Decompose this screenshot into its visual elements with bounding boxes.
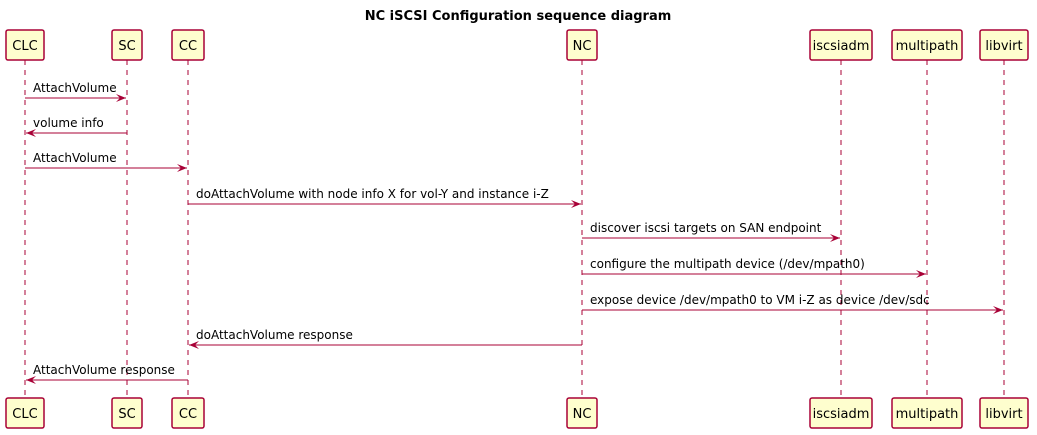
participant-label: libvirt: [985, 39, 1022, 54]
participant-nc-bottom: NC: [566, 397, 598, 429]
message-label: AttachVolume: [33, 151, 117, 165]
participant-cc-bottom: CC: [171, 397, 205, 429]
participant-iscsiadm-bottom: iscsiadm: [809, 397, 873, 429]
participant-box: [566, 397, 598, 429]
message-4: doAttachVolume with node info X for vol-…: [188, 187, 581, 208]
participant-nc-top: NC: [566, 29, 598, 61]
participant-label: CLC: [12, 39, 37, 54]
message-5: discover iscsi targets on SAN endpoint: [582, 221, 840, 242]
lifelines: [24, 60, 1005, 398]
message-label: AttachVolume: [33, 81, 117, 95]
arrowhead-icon: [116, 94, 126, 102]
participant-label: SC: [118, 407, 135, 422]
participant-sc-top: SC: [111, 29, 143, 61]
message-1: AttachVolume: [25, 81, 126, 102]
participant-label: libvirt: [985, 407, 1022, 422]
arrowhead-icon: [830, 234, 840, 242]
participant-box: [111, 29, 143, 61]
participant-label: SC: [118, 39, 135, 54]
arrowhead-icon: [993, 306, 1003, 314]
arrowhead-icon: [26, 376, 36, 384]
participants-bottom: CLC SC CC NC iscsiadm multipath libvirt: [5, 397, 1029, 429]
participant-clc-bottom: CLC: [5, 397, 45, 429]
participant-label: multipath: [896, 407, 959, 422]
participant-label: multipath: [896, 39, 959, 54]
message-label: AttachVolume response: [33, 363, 175, 377]
message-label: volume info: [33, 116, 104, 130]
message-2: volume info: [26, 116, 127, 137]
participant-label: NC: [573, 39, 592, 54]
participant-box: [5, 29, 45, 61]
message-label: configure the multipath device (/dev/mpa…: [590, 257, 865, 271]
participant-label: NC: [573, 407, 592, 422]
participant-box: [5, 397, 45, 429]
participant-box: [111, 397, 143, 429]
participant-box: [979, 397, 1029, 429]
arrowhead-icon: [189, 341, 199, 349]
participant-label: CC: [179, 39, 197, 54]
arrowhead-icon: [26, 129, 36, 137]
diagram-title: NC iSCSI Configuration sequence diagram: [365, 9, 672, 24]
participant-multipath-top: multipath: [891, 29, 963, 61]
participant-box: [809, 29, 873, 61]
participant-multipath-bottom: multipath: [891, 397, 963, 429]
message-label: expose device /dev/mpath0 to VM i-Z as d…: [590, 293, 930, 307]
participant-libvirt-bottom: libvirt: [979, 397, 1029, 429]
arrowhead-icon: [177, 164, 187, 172]
message-label: discover iscsi targets on SAN endpoint: [590, 221, 822, 235]
participant-box: [809, 397, 873, 429]
participant-label: iscsiadm: [813, 407, 870, 422]
participant-box: [891, 29, 963, 61]
participant-iscsiadm-top: iscsiadm: [809, 29, 873, 61]
participant-box: [171, 397, 205, 429]
arrowhead-icon: [571, 200, 581, 208]
message-label: doAttachVolume response: [196, 328, 353, 342]
participant-box: [891, 397, 963, 429]
participants-top: CLC SC CC NC iscsiadm multipath libvirt: [5, 29, 1029, 61]
message-label: doAttachVolume with node info X for vol-…: [196, 187, 549, 201]
message-6: configure the multipath device (/dev/mpa…: [582, 257, 926, 278]
participant-sc-bottom: SC: [111, 397, 143, 429]
participant-label: CLC: [12, 407, 37, 422]
message-7: expose device /dev/mpath0 to VM i-Z as d…: [582, 293, 1003, 314]
participant-box: [566, 29, 598, 61]
message-9: AttachVolume response: [26, 363, 188, 384]
participant-box: [171, 29, 205, 61]
message-3: AttachVolume: [25, 151, 187, 172]
participant-box: [979, 29, 1029, 61]
participant-label: CC: [179, 407, 197, 422]
arrowhead-icon: [916, 270, 926, 278]
participant-label: iscsiadm: [813, 39, 870, 54]
participant-clc-top: CLC: [5, 29, 45, 61]
message-8: doAttachVolume response: [189, 328, 582, 349]
participant-cc-top: CC: [171, 29, 205, 61]
participant-libvirt-top: libvirt: [979, 29, 1029, 61]
